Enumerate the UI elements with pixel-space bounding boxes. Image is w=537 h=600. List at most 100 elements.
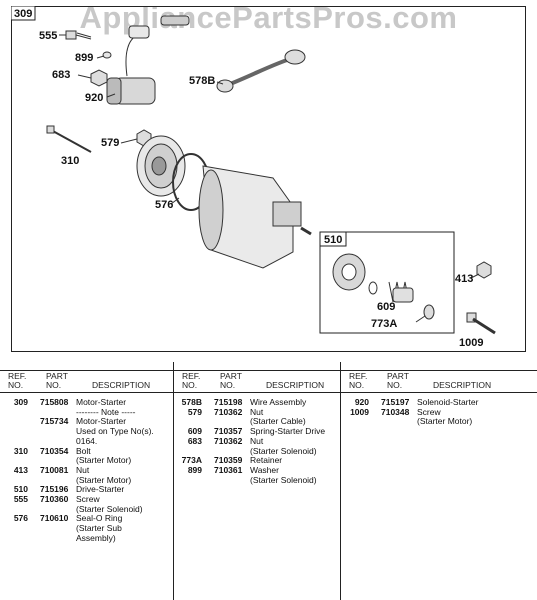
row-description: Retainer [250, 455, 283, 466]
end-cap-drawing [136, 135, 186, 197]
header-ref-no: REF. NO. [349, 371, 368, 390]
row-ref-no: 1009 [350, 406, 369, 417]
row-part-no: 710362 [214, 406, 243, 417]
retainer-773a-drawing [423, 304, 435, 320]
callout-413: 413 [455, 273, 473, 285]
row-description: (Starter Motor) [76, 474, 132, 485]
row-description: Drive-Starter [76, 484, 125, 495]
column-divider [173, 362, 174, 600]
header-description: DESCRIPTION [433, 380, 492, 390]
row-ref-no: 310 [13, 445, 28, 456]
row-description: Nut [250, 406, 264, 417]
row-part-no: 710359 [214, 455, 243, 466]
row-ref-no: 576 [13, 513, 28, 524]
header-ref-no: REF. NO. [8, 371, 27, 390]
callout-555: 555 [39, 30, 57, 42]
row-ref-no: 683 [187, 435, 202, 446]
row-ref-no: 579 [187, 406, 202, 417]
starter-motor-drawing [198, 165, 312, 269]
row-description: (Starter Sub [76, 523, 122, 534]
row-part-no: 710081 [40, 464, 69, 475]
sub-assembly-label-box [319, 231, 347, 247]
row-description: (Starter Solenoid) [250, 474, 317, 485]
header-part-no: PART NO. [220, 371, 242, 390]
callout-920: 920 [85, 92, 103, 104]
row-description: (Starter Motor) [76, 455, 132, 466]
row-description: Spring-Starter Drive [250, 426, 326, 437]
row-part-no: 715198 [214, 397, 243, 407]
row-part-no: 710348 [381, 406, 410, 417]
row-description: (Starter Solenoid) [250, 445, 317, 456]
sub-assembly-label: 510 [324, 234, 342, 246]
screw-1009-drawing [466, 312, 496, 335]
callout-576: 576 [155, 199, 173, 211]
row-description: Wire Assembly [250, 397, 307, 407]
row-description: Seal-O Ring [76, 513, 123, 524]
row-ref-no: 773A [181, 455, 202, 466]
screw-555-drawing [65, 30, 92, 40]
callout-609: 609 [377, 301, 395, 313]
row-description: -------- Note ----- [76, 406, 136, 417]
header-ref-no: REF. NO. [182, 371, 201, 390]
callout-1009: 1009 [459, 337, 483, 349]
nut-683-drawing [90, 69, 108, 87]
wire-assembly-578b-drawing [216, 49, 306, 93]
row-description: Nut [76, 464, 90, 475]
header-part-no: PART NO. [387, 371, 409, 390]
bolt-310-drawing [46, 125, 92, 153]
table-top-rule [0, 370, 537, 371]
row-description: Bolt [76, 445, 91, 456]
assembly-label: 309 [14, 8, 32, 20]
row-part-no: 710360 [40, 494, 69, 504]
row-description: 0164. [76, 435, 98, 446]
header-description: DESCRIPTION [92, 380, 151, 390]
row-description: Assembly) [76, 532, 116, 543]
row-part-no: 715808 [40, 397, 69, 407]
solenoid-920-drawing [106, 15, 190, 105]
washer-899-drawing [102, 51, 112, 59]
nut-413-drawing [476, 261, 492, 279]
row-ref-no: 578B [181, 397, 202, 407]
row-ref-no: 609 [187, 426, 202, 437]
row-description: (Starter Solenoid) [76, 503, 143, 514]
row-description: Motor-Starter [76, 397, 127, 407]
column-divider [340, 362, 341, 600]
callout-773a: 773A [371, 318, 397, 330]
row-ref-no: 510 [13, 484, 28, 495]
row-part-no: 715196 [40, 484, 69, 495]
diagram-frame [11, 6, 526, 352]
row-ref-no: 899 [187, 464, 202, 475]
table-header-rule [0, 392, 537, 393]
row-ref-no: 309 [13, 397, 28, 407]
row-part-no: 710357 [214, 426, 243, 437]
row-description: Screw [76, 494, 100, 504]
row-part-no: 710362 [214, 435, 243, 446]
row-description: Used on Type No(s). [76, 426, 154, 437]
callout-579: 579 [101, 137, 119, 149]
row-ref-no: 920 [354, 397, 369, 407]
callout-683: 683 [52, 69, 70, 81]
leader-lines [59, 34, 480, 323]
drive-gear-510-drawing [332, 253, 366, 291]
row-part-no: 710361 [214, 464, 243, 475]
row-description: (Starter Motor) [417, 416, 473, 427]
callout-899: 899 [75, 52, 93, 64]
exploded-parts-diagram: 309 510 [11, 6, 496, 349]
row-ref-no: 555 [13, 494, 28, 504]
row-part-no: 710610 [40, 513, 69, 524]
row-ref-no: 413 [13, 464, 28, 475]
row-description: Nut [250, 435, 264, 446]
parts-column-2: REF. NO. PART NO. DESCRIPTION 578B 715198 Wir… [174, 362, 340, 600]
row-part-no: 715734 [40, 416, 69, 427]
header-part-no: PART NO. [46, 371, 68, 390]
header-description: DESCRIPTION [266, 380, 325, 390]
callout-310: 310 [61, 155, 79, 167]
row-part-no: 710354 [40, 445, 69, 456]
row-description: Motor-Starter [76, 416, 127, 427]
row-part-no: 715197 [381, 397, 410, 407]
spring-609-drawing [388, 281, 414, 303]
row-description: (Starter Cable) [250, 416, 306, 427]
